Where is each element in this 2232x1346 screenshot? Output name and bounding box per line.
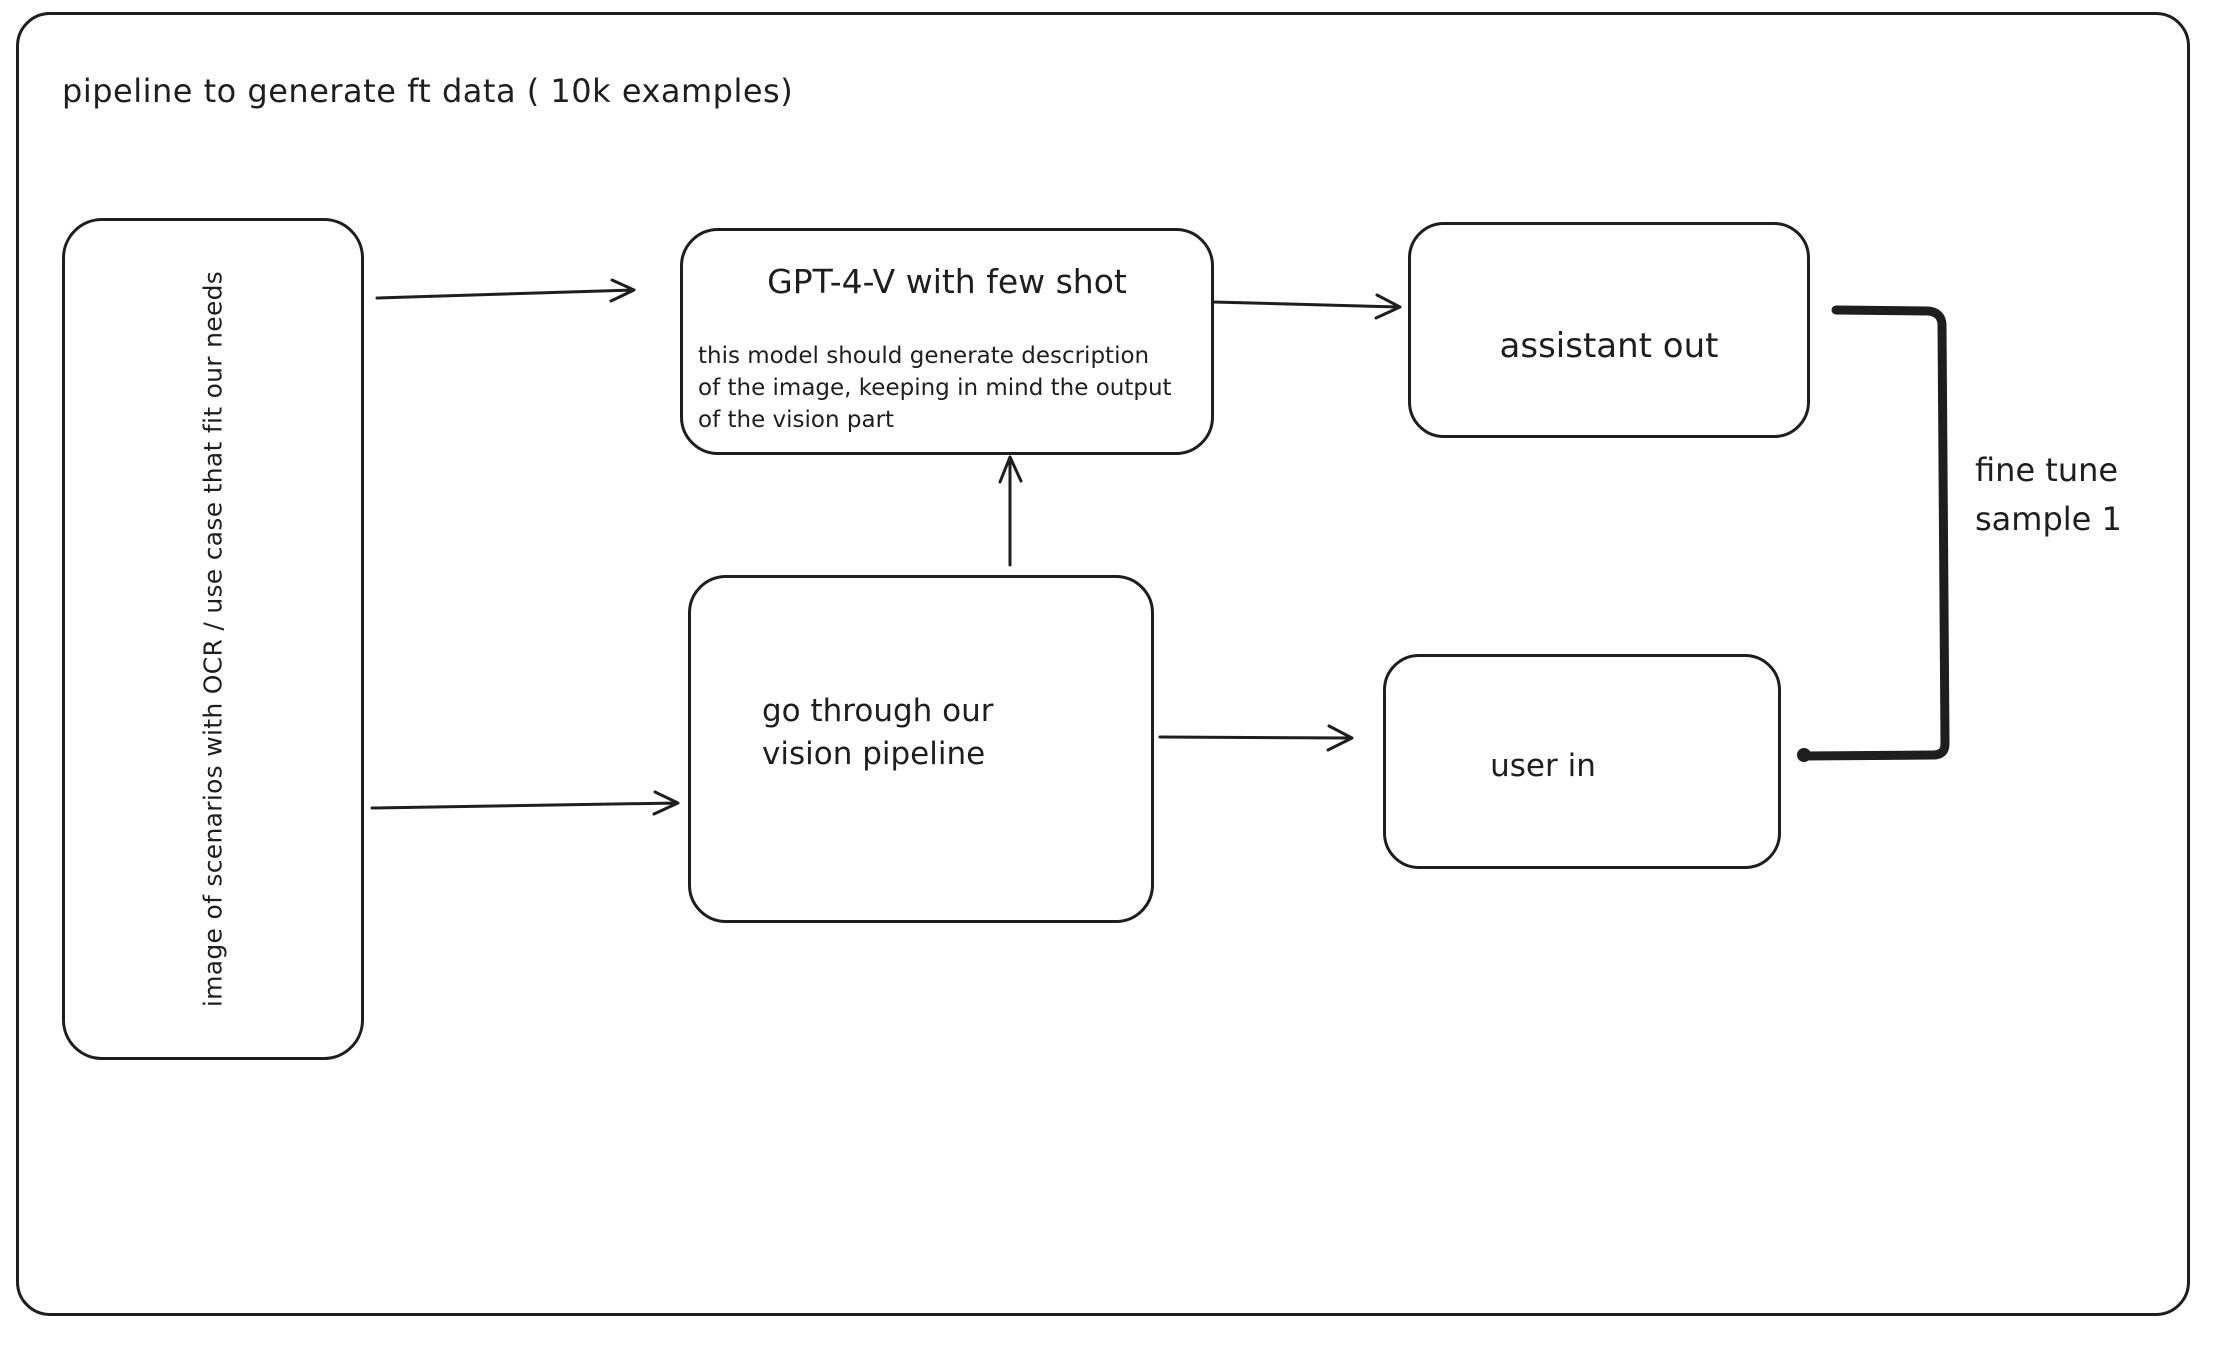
gpt4v-description-line-1: this model should generate description [698, 343, 1150, 369]
node-gpt4v [680, 228, 1214, 455]
node-gpt4v-title: GPT-4-V with few shot [767, 262, 1127, 301]
vision-label-line-1: go through our [762, 693, 994, 729]
node-assistant-out [1408, 222, 1810, 438]
fine-tune-annotation: fine tune sample 1 [1975, 446, 2122, 544]
node-gpt4v-description: this model should generate description o… [698, 340, 1172, 436]
outer-frame [16, 12, 2190, 1316]
diagram-title: pipeline to generate ft data ( 10k examp… [62, 72, 794, 110]
node-assistant-out-label: assistant out [1499, 326, 1719, 366]
node-vision-pipeline [688, 575, 1154, 923]
node-image-source-label: image of scenarios with OCR / use case t… [198, 270, 228, 1008]
fine-tune-line-1: fine tune [1975, 451, 2119, 489]
node-vision-pipeline-label: go through our vision pipeline [762, 690, 994, 776]
gpt4v-description-line-2: of the image, keeping in mind the output [698, 375, 1172, 401]
vision-label-line-2: vision pipeline [762, 736, 986, 772]
fine-tune-line-2: sample 1 [1975, 500, 2122, 538]
node-user-in [1383, 654, 1781, 869]
node-user-in-label: user in [1490, 748, 1596, 784]
gpt4v-description-line-3: of the vision part [698, 407, 895, 433]
node-image-source [62, 218, 364, 1060]
